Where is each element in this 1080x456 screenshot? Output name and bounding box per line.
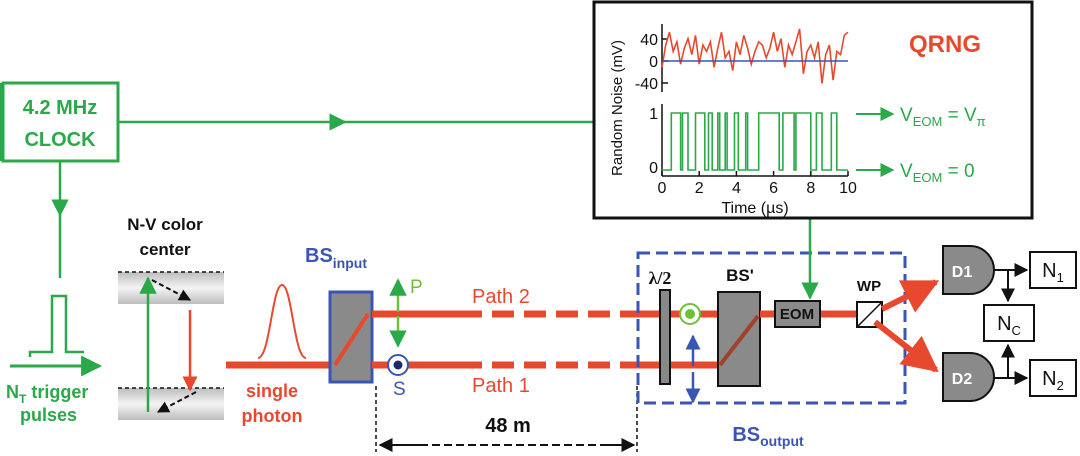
noise-tick-m40: -40: [635, 76, 658, 93]
time-axis-ticks: 0 2 4 6 8 10: [658, 171, 857, 197]
photon-label-1: single: [246, 381, 298, 401]
noise-tick-0: 0: [649, 54, 658, 71]
n1-label: N1: [1042, 260, 1064, 285]
trigger-label-2: pulses: [20, 405, 77, 425]
bs-input-label: BSinput: [305, 245, 367, 271]
nv-label-2: center: [139, 240, 190, 259]
p-pol-label: P: [410, 277, 423, 298]
qrng-xlabel: Time (µs): [721, 200, 788, 217]
time-tick-label: 10: [839, 180, 857, 197]
half-wave-plate: [659, 289, 671, 385]
path2-label: Path 2: [472, 286, 530, 308]
qrng-title: QRNG: [909, 31, 981, 58]
beam-to-d2: [873, 319, 939, 373]
clock-label-1: 4.2 MHz: [23, 97, 97, 119]
trigger-pulse-icon: [28, 294, 84, 357]
detector-d1: [942, 245, 995, 295]
half-wave-label: λ/2: [649, 268, 672, 288]
binary-series: [662, 112, 848, 171]
out0-label: VEOM = 0: [900, 161, 975, 185]
noise-plot: [661, 28, 849, 84]
beam-to-d1: [880, 279, 940, 313]
eom: [774, 300, 821, 328]
counter-n2: [1029, 359, 1077, 397]
d2-label: D2: [952, 371, 973, 388]
nv-lower-level: [118, 388, 224, 420]
time-tick-label: 4: [732, 180, 741, 197]
time-tick-label: 0: [658, 180, 667, 197]
n2-label: N2: [1042, 368, 1064, 393]
nc-label: NC: [997, 313, 1021, 338]
qrng-ylabel: Random Noise (mV): [609, 40, 626, 176]
clock-box: [1, 81, 120, 163]
s-pol-label: S: [393, 379, 406, 400]
detector-d2: [942, 352, 995, 402]
trigger-label: NT trigger: [6, 382, 88, 406]
bs-output-box: [636, 251, 907, 405]
photon-wavepacket: [257, 283, 307, 359]
clock-label-2: CLOCK: [24, 129, 96, 151]
distance-label: 48 m: [485, 415, 531, 437]
noise-tick-40: 40: [640, 32, 658, 49]
d1-label: D1: [952, 264, 973, 281]
counter-n1: [1029, 251, 1077, 289]
nv-decay-arrow-1: [151, 279, 192, 301]
binary-plot: [662, 112, 848, 171]
time-tick-label: 6: [769, 180, 778, 197]
nv-decay-arrow-2: [156, 391, 197, 413]
bs-prime-reflection: [718, 314, 760, 367]
counter-nc: [983, 304, 1035, 342]
bs-prime-label: BS': [726, 266, 754, 285]
nv-label-1: N-V color: [127, 215, 203, 234]
time-tick-label: 2: [695, 180, 704, 197]
bs-output-label: BSoutput: [732, 424, 804, 449]
noise-series: [661, 28, 849, 84]
wp-label: WP: [857, 278, 881, 295]
binary-tick-1: 1: [649, 106, 658, 123]
binary-tick-0: 0: [649, 160, 658, 177]
time-tick-label: 8: [806, 180, 815, 197]
out1-label: VEOM = Vπ: [900, 105, 986, 129]
nv-upper-level: [118, 272, 224, 304]
s-pol-dot: [393, 360, 403, 370]
rotated-pol-dot: [685, 309, 695, 319]
bs-input-reflection: [333, 312, 370, 367]
eom-label: EOM: [780, 306, 814, 323]
path1-label: Path 1: [472, 375, 530, 397]
wollaston-diagonal: [856, 301, 883, 328]
clock: 4.2 MHz CLOCK: [1, 81, 120, 163]
photon-label-2: photon: [242, 406, 303, 426]
